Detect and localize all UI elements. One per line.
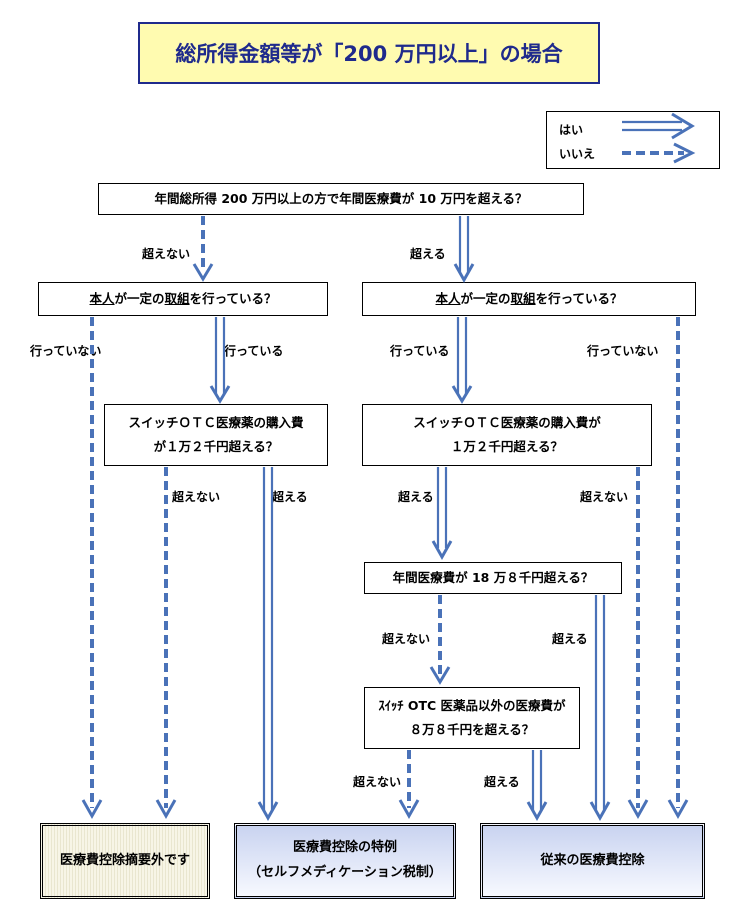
arrow-left-doing	[209, 317, 231, 404]
arrow-q4-not-exceed	[429, 595, 451, 685]
arrow-q1-not-exceed	[192, 216, 214, 282]
result-self-medication-line1: 医療費控除の特例	[292, 840, 397, 856]
legend: はい いいえ	[546, 111, 720, 169]
question-otc-left-line2: が１万２千円超える？	[153, 439, 279, 454]
result-self-medication-line2: （セルフメディケーション税制）	[248, 865, 442, 880]
text-part: が一定の	[114, 291, 165, 307]
arrow-q5-not-exceed	[398, 750, 420, 820]
question-self-effort-left: 本人が一定の取組を行っている？	[38, 282, 328, 316]
label-not-exceed: 超えない	[142, 247, 191, 261]
label-not-doing: 行っていない	[587, 344, 659, 358]
question-non-otc-88k-line1: ｽｲｯﾁ OTC 医薬品以外の医療費が	[378, 698, 566, 714]
arrow-otc-right-exceed	[431, 467, 453, 561]
page-title: 総所得金額等が「200 万円以上」の場合	[138, 22, 600, 84]
question-self-effort-right: 本人が一定の取組を行っている？	[362, 282, 696, 316]
question-non-otc-88k: ｽｲｯﾁ OTC 医薬品以外の医療費が ８万８千円を超える？	[364, 687, 580, 749]
underlined-effort: 取組	[164, 291, 190, 307]
question-otc-left: スイッチＯＴＣ医療薬の購入費 が１万２千円超える？	[104, 404, 328, 466]
question-self-effort-right-text: 本人が一定の取組を行っている？	[436, 287, 623, 311]
question-non-otc-88k-line2: ８万８千円を超える？	[409, 722, 535, 737]
label-not-exceed: 超えない	[382, 632, 431, 646]
legend-yes-label: はい	[559, 123, 584, 137]
underlined-self: 本人	[89, 291, 115, 307]
text-part: を行っている？	[535, 291, 623, 307]
result-not-applicable-text: 医療費控除摘要外です	[59, 852, 190, 868]
label-exceed: 超える	[398, 490, 434, 504]
question-otc-right-line1: スイッチＯＴＣ医療薬の購入費が	[413, 415, 601, 431]
text-part: を行っている？	[189, 291, 277, 307]
result-not-applicable: 医療費控除摘要外です	[40, 823, 210, 899]
question-otc-right-line2: １万２千円超える？	[450, 439, 564, 454]
underlined-self: 本人	[435, 291, 461, 307]
text-part: が一定の	[460, 291, 511, 307]
arrow-left-not-doing	[81, 317, 103, 820]
question-annual-medical-188k-text: 年間医療費が 18 万８千円超える？	[392, 570, 594, 586]
label-doing: 行っている	[390, 344, 450, 358]
question-annual-income: 年間総所得 200 万円以上の方で年間医療費が 10 万円を超える？	[98, 183, 584, 215]
legend-no-label: いいえ	[559, 147, 596, 161]
underlined-effort: 取組	[510, 291, 536, 307]
question-annual-income-text: 年間総所得 200 万円以上の方で年間医療費が 10 万円を超える？	[154, 191, 528, 207]
result-conventional-deduction: 従来の医療費控除	[480, 823, 705, 899]
arrow-otc-left-exceed	[257, 467, 279, 822]
label-doing: 行っている	[224, 344, 284, 358]
question-annual-medical-188k: 年間医療費が 18 万８千円超える？	[364, 562, 622, 594]
arrow-right-not-doing	[667, 317, 689, 820]
arrow-otc-right-not-exceed	[627, 467, 649, 820]
legend-yes-arrow	[622, 112, 695, 140]
label-exceed: 超える	[552, 632, 588, 646]
label-exceed: 超える	[272, 490, 308, 504]
arrow-q4-exceed	[589, 595, 611, 822]
label-not-exceed: 超えない	[580, 490, 629, 504]
label-exceed: 超える	[410, 247, 446, 261]
question-otc-right: スイッチＯＴＣ医療薬の購入費が １万２千円超える？	[362, 404, 652, 466]
label-not-exceed: 超えない	[353, 775, 402, 789]
arrow-right-doing	[451, 317, 473, 404]
result-conventional-deduction-text: 従来の医療費控除	[540, 852, 645, 868]
question-self-effort-left-text: 本人が一定の取組を行っている？	[90, 287, 277, 311]
arrow-q5-exceed	[526, 750, 548, 822]
label-not-doing: 行っていない	[30, 344, 102, 358]
arrow-q1-exceed	[453, 216, 475, 284]
label-not-exceed: 超えない	[172, 490, 221, 504]
arrow-otc-left-not-exceed	[155, 467, 177, 820]
result-self-medication: 医療費控除の特例 （セルフメディケーション税制）	[234, 823, 456, 899]
question-otc-left-line1: スイッチＯＴＣ医療薬の購入費	[128, 415, 304, 431]
legend-no-arrow	[622, 142, 696, 164]
label-exceed: 超える	[484, 775, 520, 789]
